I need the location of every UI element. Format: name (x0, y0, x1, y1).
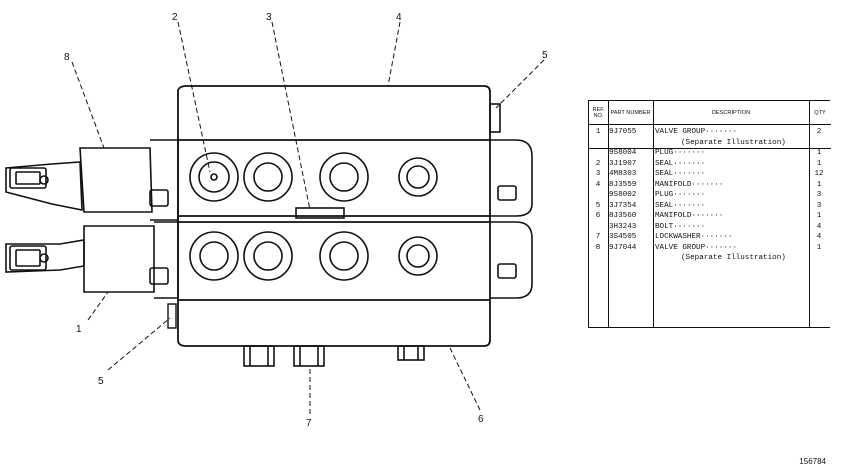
lower-handle-assembly (5, 221, 179, 299)
row-part-number: 4M8303 (609, 170, 637, 178)
row-qty: 2 (816, 128, 822, 136)
row-description: SEAL······· (655, 159, 706, 168)
center-seal-plug (295, 207, 345, 219)
callout-5-top: 5 (542, 50, 548, 61)
row-qty: 12 (814, 170, 824, 178)
row-ref: 5 (595, 201, 601, 210)
callout-7: 7 (306, 418, 312, 429)
callout-2: 2 (172, 12, 178, 23)
table-divider (809, 101, 810, 327)
row-qty: 1 (816, 149, 822, 157)
header-description: DESCRIPTION (653, 101, 809, 125)
row-description: BOLT······· (655, 222, 706, 231)
row-ref: 7 (595, 233, 601, 241)
right-end-caps (489, 103, 533, 299)
table-row: 9S8002 PLUG······· 3 (589, 190, 831, 201)
row-description: PLUG······· (655, 191, 706, 199)
row-qty: 3 (816, 191, 822, 199)
row-qty: 4 (816, 233, 822, 241)
row-ref: 8 (595, 243, 601, 252)
row-part-number: 9S8002 (609, 191, 637, 199)
row-qty: 1 (816, 159, 822, 168)
upper-handle-assembly (5, 139, 179, 221)
table-row: 7 3S4505 LOCKWASHER······· 4 (589, 232, 831, 243)
callout-8: 8 (64, 52, 70, 63)
header-qty: QTY (809, 101, 831, 125)
row-part-number: 3H3243 (609, 222, 637, 231)
parts-list-table: REF. NO. PART NUMBER DESCRIPTION QTY 1 9J… (588, 100, 831, 328)
callout-6: 6 (478, 414, 484, 425)
valve-body (177, 85, 491, 347)
lower-ports (189, 231, 438, 281)
row-part-number: 9J7044 (609, 243, 637, 252)
row-qty: 1 (816, 212, 822, 220)
row-description: MANIFOLD······· (655, 212, 724, 220)
row-ref: 3 (595, 170, 601, 178)
row-ref: 1 (595, 128, 601, 136)
table-row: (Separate Illustration) (589, 138, 831, 149)
table-row: 6 8J3560 MANIFOLD······· 1 (589, 211, 831, 222)
table-divider (653, 101, 654, 327)
row-part-number: 9S8004 (609, 149, 637, 157)
row-description: VALVE GROUP······· (655, 243, 738, 252)
row-part-number: 3J1907 (609, 159, 637, 168)
table-row: 1 9J7055 VALVE GROUP······· 2 (589, 127, 831, 138)
callout-3: 3 (266, 12, 272, 23)
row-qty: 1 (816, 180, 822, 189)
callout-5-bottom: 5 (98, 376, 104, 387)
drawing-number: 156784 (799, 457, 826, 466)
upper-ports (189, 152, 438, 202)
row-description: SEAL······· (655, 170, 706, 178)
header-ref: REF. NO. (589, 101, 608, 125)
table-row: 5 3J7354 SEAL······· 3 (589, 201, 831, 212)
row-description: LOCKWASHER······· (655, 233, 733, 241)
row-qty: 1 (816, 243, 822, 252)
row-part-number: 3J7354 (609, 201, 637, 210)
row-note: (Separate Illustration) (681, 254, 786, 262)
row-ref: 6 (595, 212, 601, 220)
row-ref: 2 (595, 159, 601, 168)
row-description: PLUG······· (655, 149, 706, 157)
table-row: 3 4M8303 SEAL······· 12 (589, 169, 831, 180)
table-row: 9S8004 PLUG······· 1 (589, 148, 831, 159)
row-description: SEAL······· (655, 201, 706, 210)
table-divider (608, 101, 609, 327)
table-row: 8 9J7044 VALVE GROUP······· 1 (589, 243, 831, 254)
row-ref: 4 (595, 180, 601, 189)
row-qty: 3 (816, 201, 822, 210)
row-description: VALVE GROUP······· (655, 128, 738, 136)
row-description: MANIFOLD······· (655, 180, 724, 189)
row-note: (Separate Illustration) (681, 138, 786, 147)
table-row: 3H3243 BOLT······· 4 (589, 222, 831, 233)
side-plug (167, 303, 177, 329)
row-qty: 4 (816, 222, 822, 231)
header-part-number: PART NUMBER (608, 101, 653, 125)
callout-1: 1 (76, 324, 82, 335)
callout-4: 4 (396, 12, 402, 23)
table-row: (Separate Illustration) (589, 253, 831, 264)
row-part-number: 8J3559 (609, 180, 637, 189)
row-part-number: 9J7055 (609, 128, 637, 136)
table-row: 2 3J1907 SEAL······· 1 (589, 159, 831, 170)
row-part-number: 3S4505 (609, 233, 637, 241)
table-row: 4 8J3559 MANIFOLD······· 1 (589, 180, 831, 191)
row-part-number: 8J3560 (609, 212, 637, 220)
bottom-plugs (243, 345, 425, 367)
leader-lines (71, 21, 545, 414)
